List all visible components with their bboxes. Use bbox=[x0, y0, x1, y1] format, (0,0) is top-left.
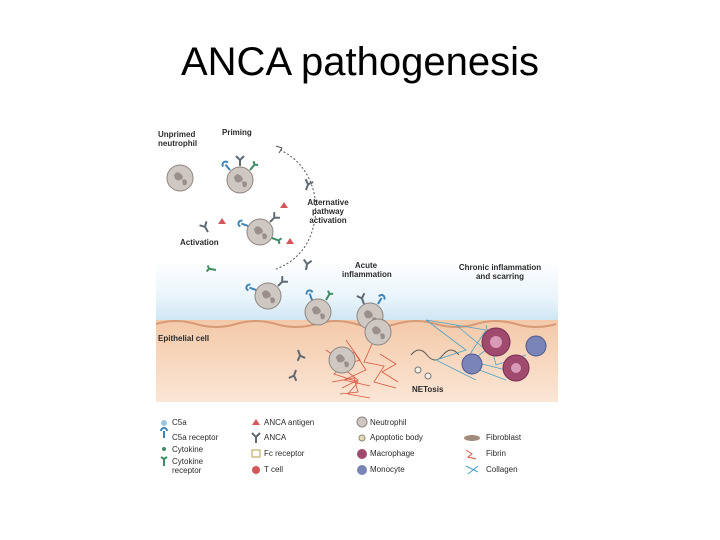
legend-collagen-icon bbox=[465, 465, 479, 475]
legend-t-cell: T cell bbox=[264, 465, 283, 474]
arrow-head bbox=[275, 145, 283, 154]
legend-c5a: C5a bbox=[172, 418, 187, 427]
legend-monocyte-icon bbox=[357, 465, 367, 475]
legend-macrophage: Macrophage bbox=[370, 449, 415, 458]
legend-neutrophil-icon bbox=[356, 416, 368, 428]
legend-anca-icon bbox=[251, 432, 261, 444]
legend-fc-receptor-icon bbox=[251, 449, 261, 458]
legend-collagen: Collagen bbox=[486, 465, 518, 474]
diagram-canvas bbox=[156, 145, 558, 475]
legend-cytokine-icon bbox=[162, 447, 166, 451]
label-priming: Priming bbox=[222, 128, 252, 137]
anca-antigen-icon bbox=[218, 218, 226, 224]
legend-c5a-receptor-icon bbox=[160, 427, 168, 439]
legend-cytokine-receptor-icon bbox=[160, 456, 168, 467]
epithelial-layer bbox=[156, 320, 557, 328]
legend-cytokine: Cytokine bbox=[172, 445, 204, 454]
legend-fibrin: Fibrin bbox=[486, 449, 507, 458]
label-epithelial-cell: Epithelial cell bbox=[158, 334, 210, 343]
activated-neutrophil bbox=[236, 211, 283, 246]
damaged-neutrophil bbox=[364, 318, 392, 346]
macrophage-nucleus bbox=[490, 336, 502, 348]
legend-c5a-receptor: C5a receptor bbox=[172, 433, 219, 442]
label-chronic-inflammation: Chronic inflammation and scarring bbox=[458, 263, 542, 281]
legend-fc-receptor: Fc receptor bbox=[264, 449, 305, 458]
legend-apoptotic-body: Apoptotic body bbox=[370, 433, 423, 442]
primed-neutrophil bbox=[220, 155, 260, 194]
legend-t-cell-icon bbox=[252, 466, 260, 474]
monocyte bbox=[461, 353, 483, 375]
legend-monocyte: Monocyte bbox=[370, 465, 405, 474]
legend-macrophage-icon bbox=[357, 449, 367, 459]
net-strands bbox=[410, 349, 460, 361]
anca-antigen-icon bbox=[280, 202, 288, 208]
legend-apoptotic-body-icon bbox=[358, 434, 366, 442]
legend-anca-antigen: ANCA antigen bbox=[264, 418, 315, 427]
label-unprimed: Unprimed neutrophil bbox=[158, 130, 198, 148]
legend-neutrophil: Neutrophil bbox=[370, 418, 407, 427]
anca-antigen-icon bbox=[286, 238, 294, 244]
legend-anca: ANCA bbox=[264, 433, 287, 442]
legend-c5a-icon bbox=[161, 420, 167, 426]
legend-fibroblast: Fibroblast bbox=[486, 433, 522, 442]
label-acute-inflammation: Acute inflammation bbox=[342, 261, 392, 279]
monocyte bbox=[525, 335, 547, 357]
legend-fibrin-icon bbox=[465, 449, 477, 460]
legend-fibroblast-icon bbox=[464, 435, 480, 441]
anca-icon bbox=[198, 220, 213, 235]
legend-anca-antigen-icon bbox=[252, 419, 260, 425]
unprimed-neutrophil bbox=[166, 164, 194, 192]
alternative-pathway-arrow bbox=[273, 149, 317, 271]
slide-title: ANCA pathogenesis bbox=[180, 40, 539, 84]
damaged-neutrophil bbox=[328, 346, 356, 374]
legend-cytokine-receptor: Cytokine receptor bbox=[172, 457, 204, 475]
apoptotic-body bbox=[424, 372, 432, 380]
label-alternative-pathway: Alternative pathway activation bbox=[307, 198, 349, 225]
apoptotic-body bbox=[414, 366, 422, 374]
pathogenesis-diagram: Unprimed neutrophil Priming Activation A… bbox=[156, 120, 558, 485]
label-activation: Activation bbox=[180, 238, 219, 247]
macrophage-nucleus bbox=[511, 363, 521, 373]
legend-icons bbox=[160, 416, 480, 475]
label-netosis: NETosis bbox=[412, 385, 444, 394]
